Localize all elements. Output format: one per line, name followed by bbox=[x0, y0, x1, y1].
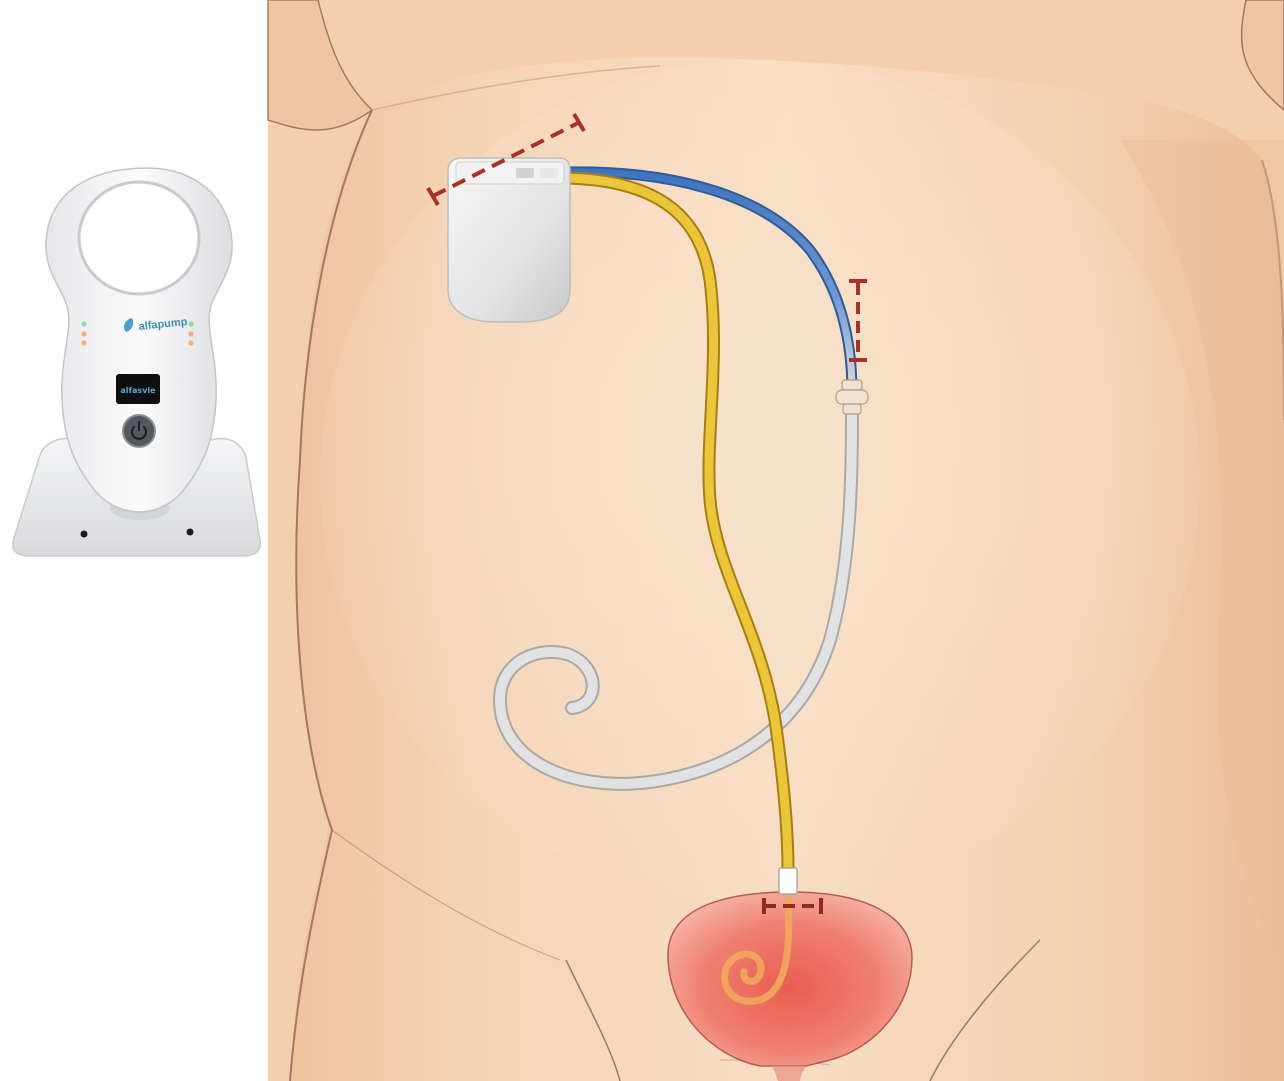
charger-ring-hole bbox=[79, 182, 199, 294]
charger-base-led-right bbox=[187, 529, 194, 536]
alfapump-implant bbox=[448, 158, 570, 322]
charger-screen-text: alfasvie bbox=[120, 386, 156, 395]
charger-base-led-left bbox=[81, 531, 88, 538]
charger-device: alfapump alfasvie bbox=[13, 168, 261, 556]
bladder-catheter-tip bbox=[779, 868, 797, 894]
